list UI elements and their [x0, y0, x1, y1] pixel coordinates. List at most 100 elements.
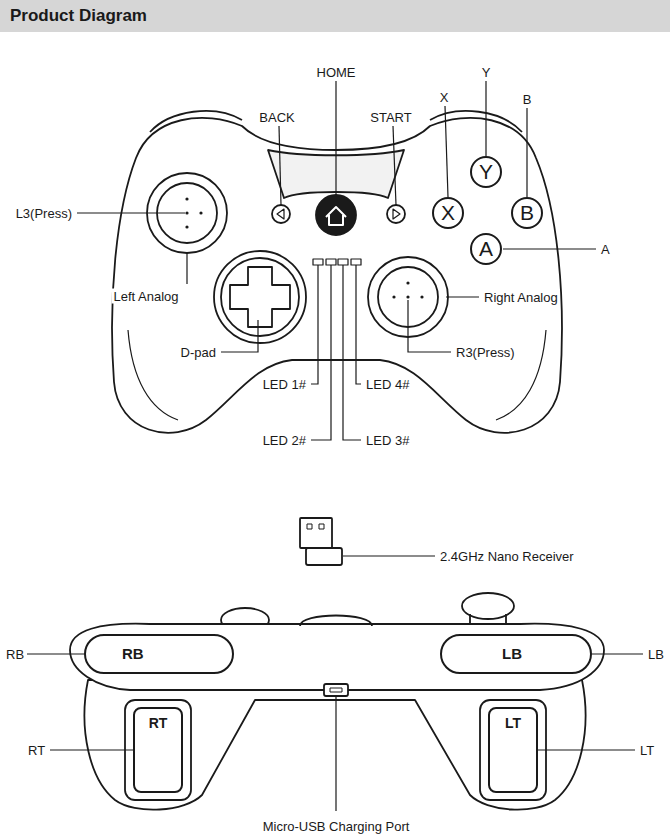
leader-line: [343, 555, 435, 556]
part-label: B: [521, 92, 534, 107]
leader-line: [526, 108, 527, 197]
back-button: [272, 205, 290, 223]
part-label: LED 2#: [261, 433, 308, 448]
led: [326, 259, 336, 265]
bumper-band: [70, 624, 604, 690]
button-label: A: [479, 237, 493, 261]
stick-dot: [185, 225, 188, 228]
part-label: RB: [4, 647, 26, 662]
part-label: RT: [26, 743, 47, 758]
title-band: Product Diagram: [0, 0, 670, 32]
usb-port: [324, 684, 348, 696]
home-button: [316, 195, 356, 235]
controller-outline: [112, 118, 562, 433]
stick-dot: [420, 295, 423, 298]
controller-back: [70, 593, 604, 810]
leader-line: [485, 81, 486, 156]
leader-line: [311, 265, 318, 384]
stick-dot: [392, 295, 395, 298]
button-label: Y: [479, 160, 493, 184]
stick-dot: [406, 295, 409, 298]
grip-edge: [128, 330, 178, 420]
usb-port-slot: [330, 688, 342, 692]
part-label: Micro-USB Charging Port: [261, 819, 412, 834]
part-label: LT: [638, 743, 656, 758]
title-text: Product Diagram: [10, 6, 147, 26]
part-label: LED 4#: [364, 377, 411, 392]
center-bump: [300, 616, 372, 627]
receiver-plug: [300, 518, 332, 548]
stick-dot: [199, 211, 202, 214]
part-label: L3(Press): [14, 206, 74, 221]
leader-line: [408, 300, 451, 352]
led: [351, 259, 361, 265]
button-label: X: [441, 201, 455, 225]
shoulder-button: RB: [84, 634, 234, 674]
led: [338, 259, 348, 265]
shoulder-button: LB: [440, 634, 592, 674]
part-label: LED 1#: [261, 377, 308, 392]
trigger-housing: [125, 700, 191, 800]
button-label: RB: [122, 645, 144, 663]
face-button: A: [470, 233, 502, 265]
dpad-inner: [221, 258, 299, 336]
part-label: START: [368, 110, 413, 125]
button-label: LB: [502, 645, 522, 663]
part-label: LB: [646, 647, 666, 662]
led: [313, 259, 323, 265]
part-label: Right Analog: [482, 290, 560, 305]
part-label: LED 3#: [364, 433, 411, 448]
leader-line: [356, 265, 361, 384]
leader-line: [343, 265, 361, 440]
leader-line: [311, 265, 331, 440]
dpad-cross: [230, 267, 290, 327]
shoulder-edge: [150, 111, 242, 132]
dpad-ring: [214, 251, 306, 343]
leader-line: [446, 296, 479, 297]
button-label: B: [520, 201, 534, 225]
stick-dot: [185, 211, 188, 214]
stick-dot: [185, 197, 188, 200]
shoulder-button: RT: [133, 707, 183, 793]
part-label: X: [438, 90, 451, 105]
leader-line: [335, 81, 336, 195]
leader-line: [77, 212, 185, 213]
receiver-slot: [307, 524, 312, 529]
face-button: Y: [470, 156, 502, 188]
face-button: X: [432, 197, 464, 229]
leader-line: [186, 253, 187, 284]
receiver-body: [306, 548, 342, 565]
part-label: D-pad: [179, 345, 218, 360]
receiver: [300, 518, 342, 565]
leader-line: [393, 126, 396, 205]
stick-dot: [406, 281, 409, 284]
back-icon: [277, 209, 284, 219]
shoulder-button: LT: [488, 707, 538, 793]
leader-line: [592, 653, 643, 654]
part-label: Y: [480, 65, 493, 80]
shoulder-edge: [430, 111, 522, 132]
part-label: Left Analog: [111, 289, 180, 304]
leader-line: [221, 320, 258, 352]
controller-top: [112, 111, 562, 433]
controller-body: [84, 680, 585, 810]
leader-line: [503, 248, 596, 249]
part-label: R3(Press): [454, 345, 517, 360]
button-label: LT: [505, 715, 521, 732]
leader-lines: [27, 81, 643, 811]
home-icon: [326, 207, 346, 225]
receiver-slot: [319, 524, 324, 529]
face-button: B: [511, 197, 543, 229]
stick-dots: [185, 197, 423, 298]
button-label: RT: [149, 715, 168, 732]
part-label: HOME: [315, 65, 358, 80]
part-label: 2.4GHz Nano Receiver: [438, 549, 576, 564]
trigger-housing: [480, 700, 546, 800]
part-label: A: [599, 242, 612, 257]
start-button: [387, 205, 405, 223]
part-label: BACK: [257, 110, 296, 125]
leader-line: [335, 697, 336, 811]
